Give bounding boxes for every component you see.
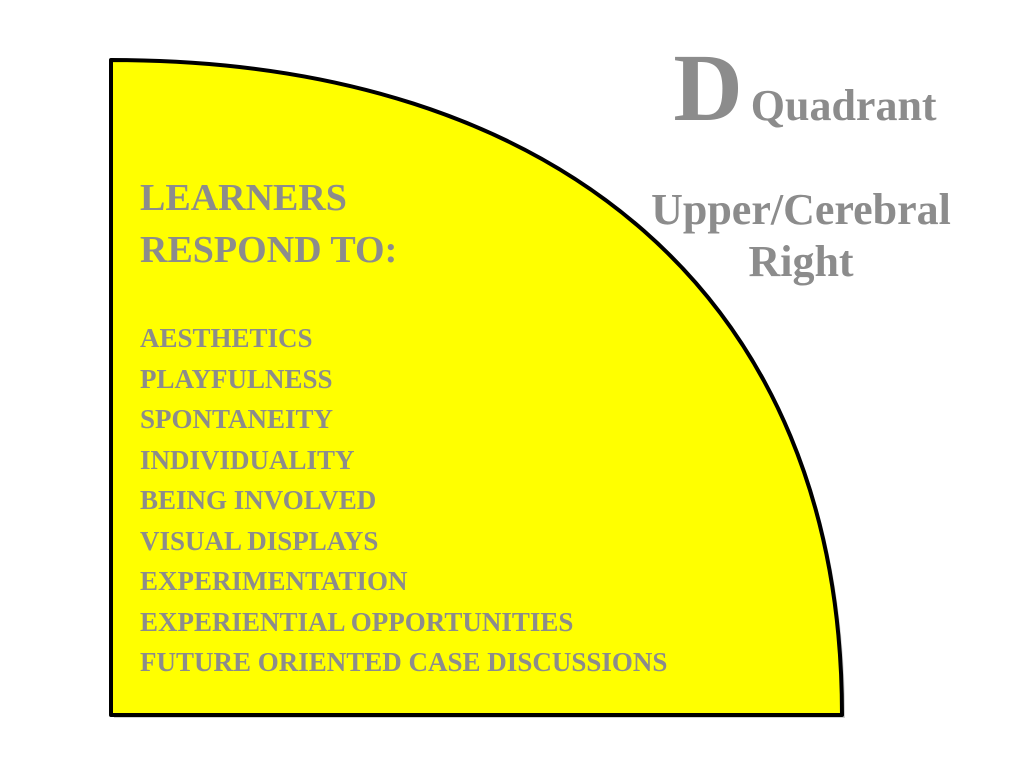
list-item: AESTHETICS xyxy=(140,323,313,353)
quadrant-letter: D xyxy=(673,34,743,141)
quadrant-fill xyxy=(109,58,844,717)
learners-heading: LEARNERS RESPOND TO: xyxy=(140,172,397,276)
heading-line-2: RESPOND TO: xyxy=(140,229,398,271)
list-item: FUTURE ORIENTED CASE DISCUSSIONS xyxy=(140,647,668,677)
list-item: INDIVIDUALITY xyxy=(140,444,355,475)
quadrant-subtitle: Upper/Cerebral Right xyxy=(620,184,982,288)
quadrant-word: Quadrant xyxy=(750,81,937,130)
subtitle-line-2: Right xyxy=(748,237,854,286)
response-list: AESTHETICS PLAYFULNESS SPONTANEITY INDIV… xyxy=(140,318,667,683)
list-item: PLAYFULNESS xyxy=(140,363,333,394)
list-item: EXPERIENTIAL OPPORTUNITIES xyxy=(140,606,574,637)
subtitle-line-1: Upper/Cerebral xyxy=(651,185,951,234)
list-item: BEING INVOLVED xyxy=(140,485,377,515)
list-item: EXPERIMENTATION xyxy=(140,566,408,596)
list-item: SPONTANEITY xyxy=(140,404,334,434)
list-item: VISUAL DISPLAYS xyxy=(140,525,379,556)
heading-line-1: LEARNERS xyxy=(140,177,347,219)
